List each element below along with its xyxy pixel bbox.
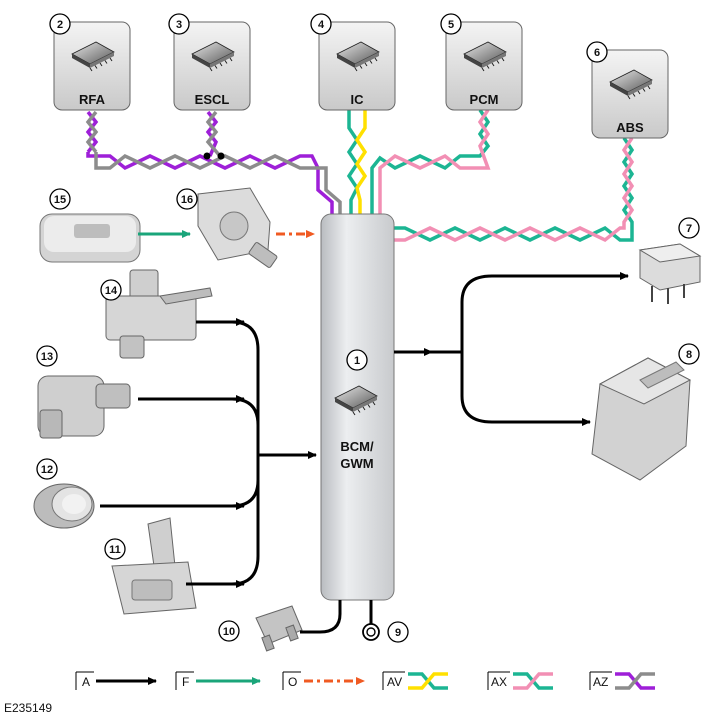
pcm-label: PCM bbox=[470, 92, 499, 107]
callout-8: 8 bbox=[686, 349, 692, 361]
module-escl: ESCL bbox=[173, 21, 251, 111]
callouts: 1 2 3 4 5 6 7 8 9 10 11 12 13 14 15 16 bbox=[36, 13, 700, 643]
legend-code-av: AV bbox=[387, 675, 402, 689]
smart-key-fob bbox=[39, 213, 141, 263]
module-pcm: PCM bbox=[445, 21, 523, 111]
callout-4: 4 bbox=[318, 19, 325, 31]
callout-12: 12 bbox=[41, 464, 53, 476]
control-unit bbox=[591, 357, 692, 481]
legend-item-a: A bbox=[75, 671, 157, 690]
module-rfa: RFA bbox=[53, 21, 131, 111]
network-av bbox=[346, 110, 368, 214]
module-ic: IC bbox=[318, 21, 396, 111]
push-button bbox=[33, 483, 95, 529]
callout-9: 9 bbox=[395, 627, 401, 639]
callout-11: 11 bbox=[109, 544, 121, 556]
start-stop-switch bbox=[37, 375, 131, 439]
legend-item-ax: AX bbox=[487, 671, 553, 690]
legend-code-ax: AX bbox=[491, 675, 507, 689]
legend-code-f: F bbox=[182, 675, 189, 689]
bcm-label-line2: GWM bbox=[340, 456, 373, 471]
network-ax bbox=[370, 109, 635, 243]
brake-switch bbox=[105, 269, 213, 359]
gear-selector bbox=[111, 517, 197, 615]
legend: A F O AV AX AZ bbox=[75, 671, 655, 690]
figure-reference: E235149 bbox=[4, 701, 52, 715]
ground-point-icon bbox=[362, 623, 380, 641]
network-az bbox=[85, 110, 342, 214]
legend-code-az: AZ bbox=[593, 675, 608, 689]
fuse bbox=[255, 605, 303, 652]
legend-code-o: O bbox=[288, 675, 297, 689]
callout-6: 6 bbox=[594, 47, 600, 59]
callout-15: 15 bbox=[54, 194, 66, 206]
callout-5: 5 bbox=[448, 19, 454, 31]
callout-10: 10 bbox=[223, 626, 235, 638]
bcm-label-line1: BCM/ bbox=[340, 439, 374, 454]
callout-1: 1 bbox=[354, 355, 360, 367]
rfa-label: RFA bbox=[79, 92, 106, 107]
rf-receiver bbox=[197, 187, 278, 268]
escl-label: ESCL bbox=[195, 92, 230, 107]
callout-16: 16 bbox=[181, 194, 193, 206]
legend-item-av: AV bbox=[382, 671, 448, 690]
abs-label: ABS bbox=[616, 120, 644, 135]
callout-7: 7 bbox=[686, 223, 692, 235]
bus-junctions bbox=[203, 152, 225, 160]
legend-code-a: A bbox=[82, 675, 90, 689]
module-abs: ABS bbox=[591, 49, 669, 139]
relay bbox=[638, 243, 702, 304]
ic-label: IC bbox=[351, 92, 365, 107]
hardwired-connections bbox=[100, 272, 629, 634]
legend-item-o: O bbox=[282, 671, 365, 690]
legend-item-az: AZ bbox=[589, 671, 655, 690]
legend-item-f: F bbox=[175, 671, 261, 690]
callout-3: 3 bbox=[176, 19, 182, 31]
callout-13: 13 bbox=[41, 351, 53, 363]
module-bcm-gwm: BCM/ GWM bbox=[320, 213, 395, 601]
callout-2: 2 bbox=[57, 19, 63, 31]
callout-14: 14 bbox=[105, 285, 118, 297]
